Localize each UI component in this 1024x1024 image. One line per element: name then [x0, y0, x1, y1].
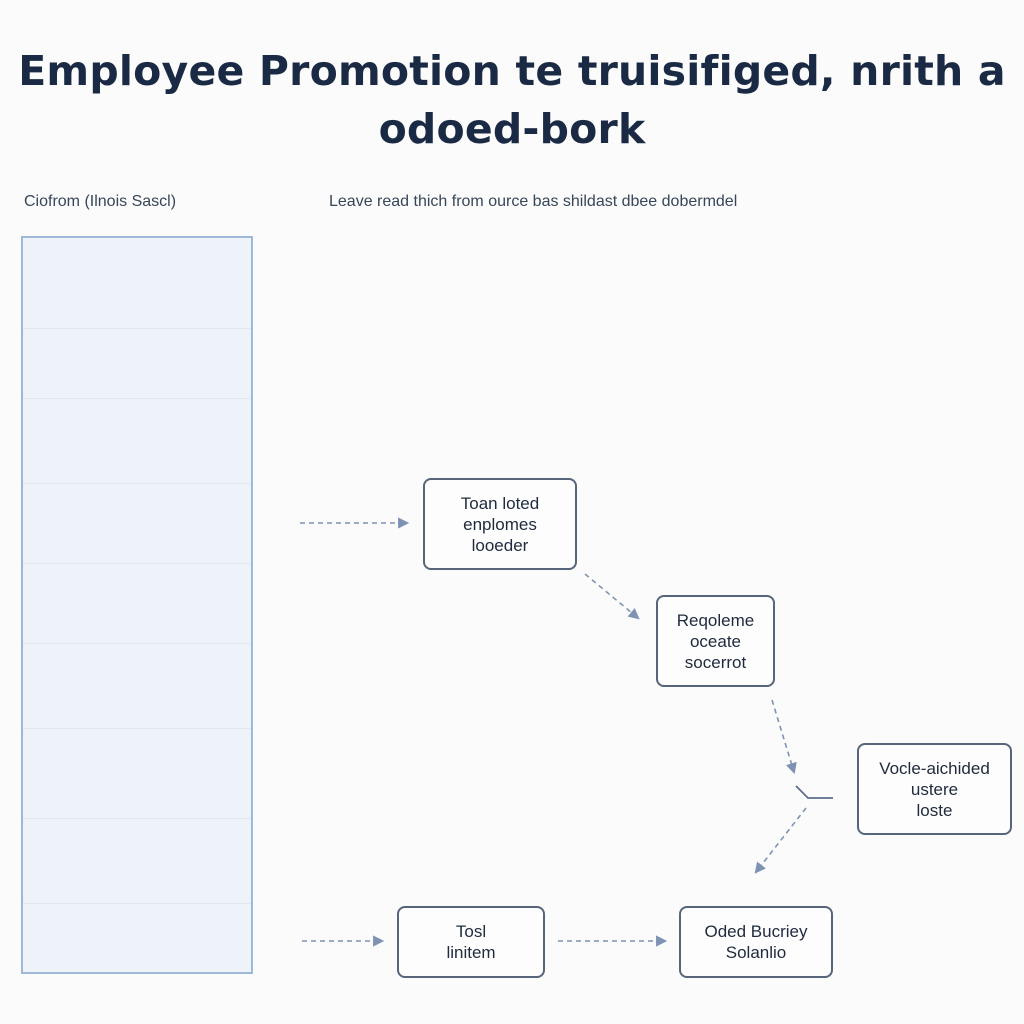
flow-node-reqoleme: Reqoleme oceate socerrot — [656, 595, 775, 687]
flow-node-label: Toan loted enplomes looeder — [460, 493, 540, 555]
arrow-node-1-to-node-2 — [584, 573, 640, 620]
flow-node-label: Vocle-aichided ustere loste — [879, 758, 990, 820]
flow-node-tosl: Tosl linitem — [397, 906, 545, 978]
panel-row-divider — [23, 563, 251, 564]
left-panel-caption: Ciofrom (Ilnois Sascl) — [24, 193, 177, 210]
flow-node-label: Tosl linitem — [446, 922, 496, 962]
panel-row-divider — [23, 818, 251, 819]
arrow-junction-to-node-5 — [754, 807, 807, 874]
diagram-title-line-2: odoed-bork — [378, 105, 646, 153]
side-panel — [21, 236, 253, 974]
flow-node-toan-loted: Toan loted enplomes looeder — [423, 478, 577, 570]
arrow-node-2-to-junction — [771, 699, 797, 775]
flow-node-vocle-aichided: Vocle-aichided ustere loste — [857, 743, 1012, 835]
flow-caption: Leave read thich from ource bas shildast… — [329, 193, 738, 210]
diagram-title-line-1: Employee Promotion te truisifiged, nrith… — [18, 47, 1006, 95]
flow-node-label: Reqoleme oceate socerrot — [676, 610, 755, 672]
panel-row-divider — [23, 728, 251, 729]
diagram-title: Employee Promotion te truisifiged, nrith… — [0, 42, 1024, 158]
flow-node-oded-bucriey: Oded Bucriey Solanlio — [679, 906, 833, 978]
panel-row-divider — [23, 643, 251, 644]
panel-row-divider — [23, 483, 251, 484]
panel-row-divider — [23, 903, 251, 904]
panel-row-divider — [23, 398, 251, 399]
flow-node-label: Oded Bucriey Solanlio — [704, 922, 808, 962]
junction-connector — [795, 785, 833, 799]
panel-row-divider — [23, 328, 251, 329]
